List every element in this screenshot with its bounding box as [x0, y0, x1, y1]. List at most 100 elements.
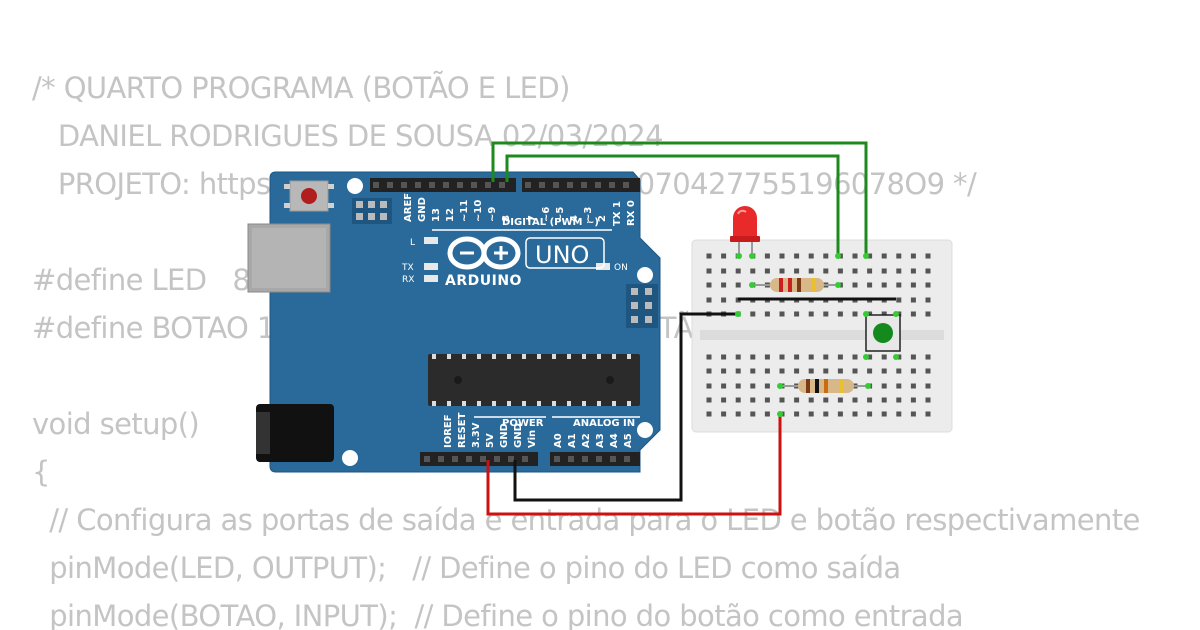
breadboard-hole[interactable] [750, 397, 756, 403]
breadboard-hole[interactable] [867, 354, 873, 360]
breadboard-hole[interactable] [925, 253, 931, 259]
breadboard-hole[interactable] [764, 311, 770, 317]
breadboard-hole[interactable] [910, 297, 916, 303]
breadboard-hole[interactable] [750, 268, 756, 274]
breadboard-hole[interactable] [808, 397, 814, 403]
breadboard-hole[interactable] [823, 311, 829, 317]
breadboard-hole[interactable] [794, 411, 800, 417]
wire-pin10-to-button[interactable] [491, 141, 868, 256]
breadboard-hole[interactable] [779, 397, 785, 403]
breadboard-hole[interactable] [735, 268, 741, 274]
breadboard-hole[interactable] [910, 411, 916, 417]
breadboard-hole[interactable] [910, 311, 916, 317]
breadboard-hole[interactable] [881, 311, 887, 317]
arduino-uno-board[interactable]: AREF GND 13 12 ~11 ~10 ~9 8 7 ~6 ~5 4 ~3… [247, 171, 661, 473]
breadboard-hole[interactable] [779, 253, 785, 259]
breadboard-hole[interactable] [823, 268, 829, 274]
breadboard-hole[interactable] [706, 268, 712, 274]
breadboard-hole[interactable] [735, 411, 741, 417]
breadboard-hole[interactable] [721, 268, 727, 274]
breadboard-hole[interactable] [779, 268, 785, 274]
breadboard-hole[interactable] [925, 397, 931, 403]
breadboard-hole[interactable] [808, 354, 814, 360]
breadboard-hole[interactable] [808, 368, 814, 374]
breadboard-hole[interactable] [896, 268, 902, 274]
breadboard-hole[interactable] [706, 368, 712, 374]
breadboard-hole[interactable] [706, 253, 712, 259]
resistor-button[interactable] [780, 379, 868, 393]
breadboard-hole[interactable] [764, 253, 770, 259]
breadboard-hole[interactable] [750, 383, 756, 389]
breadboard-hole[interactable] [779, 368, 785, 374]
breadboard-hole[interactable] [881, 282, 887, 288]
breadboard-hole[interactable] [764, 411, 770, 417]
breadboard-hole[interactable] [735, 383, 741, 389]
breadboard-hole[interactable] [837, 397, 843, 403]
breadboard-hole[interactable] [896, 397, 902, 403]
breadboard-hole[interactable] [910, 282, 916, 288]
breadboard-hole[interactable] [823, 354, 829, 360]
breadboard-hole[interactable] [779, 354, 785, 360]
breadboard-hole[interactable] [881, 368, 887, 374]
breadboard-hole[interactable] [794, 253, 800, 259]
breadboard-hole[interactable] [721, 383, 727, 389]
breadboard-hole[interactable] [721, 368, 727, 374]
led-component[interactable] [730, 206, 760, 256]
breadboard-hole[interactable] [852, 368, 858, 374]
breadboard-hole[interactable] [896, 411, 902, 417]
breadboard-hole[interactable] [867, 282, 873, 288]
breadboard-hole[interactable] [852, 411, 858, 417]
breadboard-hole[interactable] [852, 354, 858, 360]
breadboard-hole[interactable] [706, 282, 712, 288]
breadboard-hole[interactable] [808, 268, 814, 274]
breadboard-hole[interactable] [925, 354, 931, 360]
breadboard-hole[interactable] [794, 368, 800, 374]
breadboard-hole[interactable] [823, 411, 829, 417]
breadboard-hole[interactable] [706, 383, 712, 389]
breadboard-hole[interactable] [823, 368, 829, 374]
mini-breadboard[interactable] [691, 239, 953, 433]
breadboard-hole[interactable] [881, 383, 887, 389]
breadboard-hole[interactable] [910, 397, 916, 403]
breadboard-hole[interactable] [837, 354, 843, 360]
wire-pin8-to-led[interactable] [505, 154, 840, 256]
breadboard-hole[interactable] [852, 282, 858, 288]
breadboard-hole[interactable] [794, 397, 800, 403]
breadboard-hole[interactable] [750, 354, 756, 360]
breadboard-hole[interactable] [837, 368, 843, 374]
breadboard-hole[interactable] [867, 268, 873, 274]
breadboard-hole[interactable] [764, 383, 770, 389]
breadboard-hole[interactable] [706, 297, 712, 303]
breadboard-hole[interactable] [721, 411, 727, 417]
breadboard-hole[interactable] [881, 397, 887, 403]
breadboard-hole[interactable] [925, 311, 931, 317]
breadboard-hole[interactable] [925, 368, 931, 374]
breadboard-hole[interactable] [881, 354, 887, 360]
breadboard-hole[interactable] [721, 354, 727, 360]
breadboard-hole[interactable] [764, 354, 770, 360]
breadboard-hole[interactable] [867, 253, 873, 259]
breadboard-hole[interactable] [721, 253, 727, 259]
breadboard-hole[interactable] [852, 311, 858, 317]
breadboard-hole[interactable] [808, 311, 814, 317]
breadboard-hole[interactable] [750, 311, 756, 317]
breadboard-hole[interactable] [779, 311, 785, 317]
breadboard-hole[interactable] [764, 368, 770, 374]
breadboard-hole[interactable] [852, 253, 858, 259]
breadboard-hole[interactable] [721, 397, 727, 403]
breadboard-hole[interactable] [881, 253, 887, 259]
breadboard-hole[interactable] [896, 297, 902, 303]
breadboard-hole[interactable] [823, 253, 829, 259]
breadboard-hole[interactable] [808, 411, 814, 417]
breadboard-hole[interactable] [881, 268, 887, 274]
breadboard-hole[interactable] [794, 354, 800, 360]
breadboard-hole[interactable] [867, 311, 873, 317]
wire-5v[interactable] [486, 414, 782, 516]
breadboard-hole[interactable] [706, 354, 712, 360]
breadboard-hole[interactable] [750, 411, 756, 417]
breadboard-hole[interactable] [896, 253, 902, 259]
breadboard-hole[interactable] [867, 397, 873, 403]
breadboard-hole[interactable] [750, 368, 756, 374]
breadboard-hole[interactable] [925, 268, 931, 274]
breadboard-hole[interactable] [896, 383, 902, 389]
